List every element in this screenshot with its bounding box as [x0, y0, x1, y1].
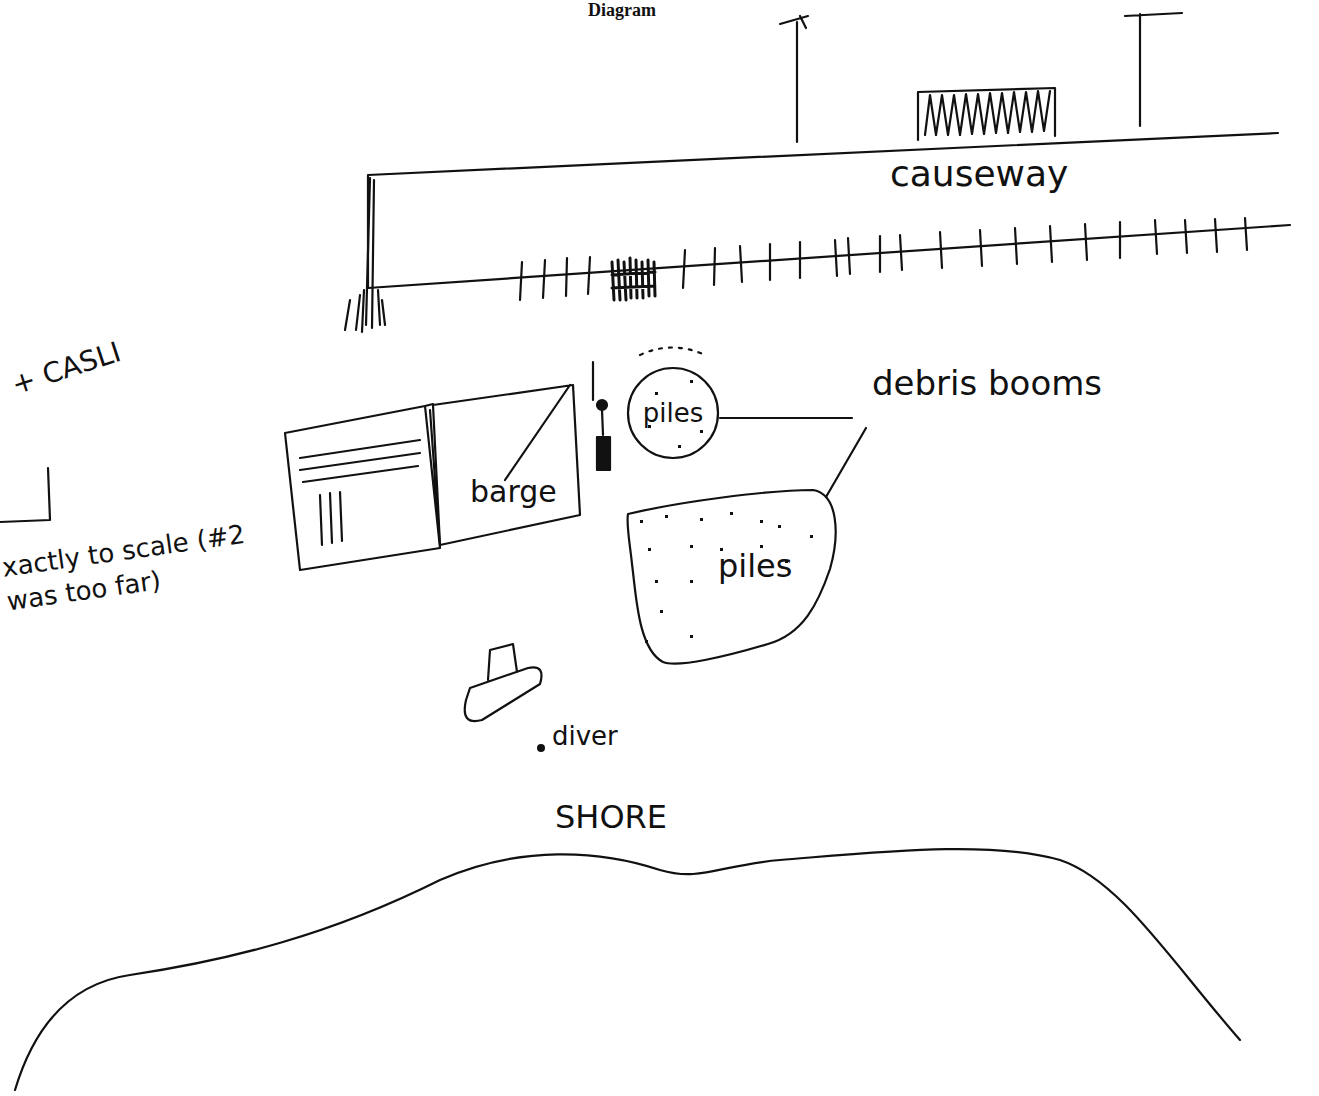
- hatched-box: [918, 88, 1055, 140]
- causeway-scribble: [612, 258, 655, 300]
- note-label: diver: [552, 722, 618, 751]
- barge-fitting: [597, 400, 607, 410]
- note-label: debris booms: [872, 365, 1102, 402]
- pile-dots: [640, 380, 813, 643]
- barge-fitting: [597, 437, 610, 470]
- node-text: barge: [470, 475, 557, 508]
- shore-line: [15, 849, 1240, 1090]
- node-text: causeway: [890, 154, 1068, 194]
- barge-box: barge: [430, 380, 585, 550]
- diagram-title: Diagram: [588, 0, 656, 21]
- lamp-post: [1125, 13, 1182, 126]
- boat: [465, 644, 542, 721]
- node-outline: [360, 126, 1295, 338]
- leader-line: [720, 417, 852, 419]
- note-label: xactly to scale (#2 was too far): [0, 514, 277, 619]
- causeway-ticks: [520, 218, 1247, 300]
- barge-fitting: [593, 362, 603, 435]
- note-label: SHORE: [555, 800, 667, 835]
- outline-shape: [628, 368, 718, 458]
- causeway-end: [345, 178, 385, 332]
- bracket: [0, 468, 50, 522]
- node-outline: [430, 380, 585, 550]
- node-text: piles: [718, 549, 792, 584]
- barge-deck: [285, 404, 440, 570]
- causeway-band: causeway: [360, 126, 1295, 338]
- outline-shape: [368, 133, 1290, 288]
- outline-shape: [433, 385, 580, 545]
- diver-dot: [537, 744, 545, 752]
- leader-line: [826, 428, 866, 497]
- outline-shape: [627, 490, 835, 664]
- note-label: + CASLI: [8, 337, 125, 401]
- node-text: piles: [643, 399, 704, 428]
- boom-dashes: [640, 348, 705, 356]
- boom-circle: piles: [626, 366, 720, 460]
- lamp-post: [780, 16, 808, 142]
- boom-area: piles: [618, 484, 842, 670]
